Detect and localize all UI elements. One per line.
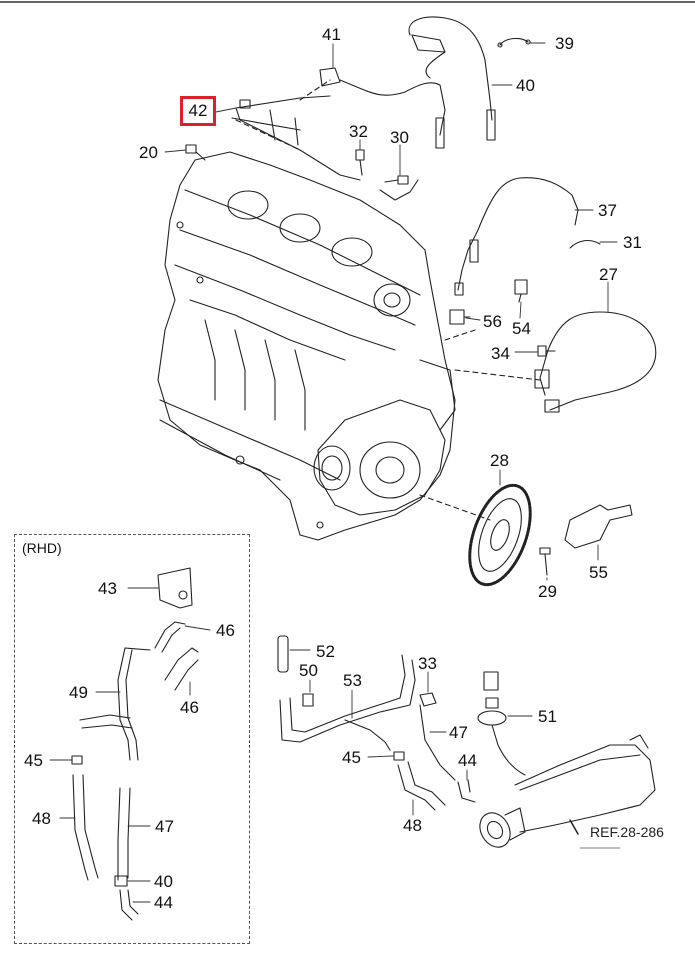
engine-block <box>157 151 456 541</box>
callout-33: 33 <box>418 654 437 673</box>
catalytic-converter <box>479 734 656 848</box>
oxygen-sensor-downstream <box>408 16 496 141</box>
bracket-55 <box>564 504 633 549</box>
callout-27: 27 <box>599 265 618 284</box>
callout-50: 50 <box>299 661 318 680</box>
callout-30: 30 <box>390 128 409 147</box>
sensor-56 <box>449 309 471 325</box>
callout-44: 44 <box>458 751 477 770</box>
clip-31 <box>569 239 601 249</box>
bolt-50 <box>302 693 314 707</box>
rhd-inset-box <box>14 534 250 944</box>
bolt-30 <box>379 175 419 201</box>
reference-note[interactable]: REF.28-286 <box>590 824 664 840</box>
callout-28: 28 <box>490 451 509 470</box>
leader-dashes <box>235 79 541 521</box>
highlighted-part-42-box[interactable]: 42 <box>180 96 216 126</box>
sensor-54 <box>514 279 528 303</box>
callout-40-rhd: 40 <box>154 872 173 891</box>
flywheel-28 <box>468 483 532 587</box>
callout-41: 41 <box>322 25 341 44</box>
callout-54: 54 <box>512 319 531 338</box>
sensor-cable-37 <box>454 177 579 296</box>
callout-49: 49 <box>69 683 88 702</box>
wiring-harness-42 <box>231 95 361 181</box>
pipe-52 <box>277 635 289 673</box>
callout-leaders <box>49 42 618 903</box>
callout-56: 56 <box>483 312 502 331</box>
bolt-32 <box>355 149 365 176</box>
hose-48-left <box>72 774 99 881</box>
callout-48-rhd: 48 <box>32 809 51 828</box>
callout-29: 29 <box>538 582 557 601</box>
callout-39: 39 <box>555 34 574 53</box>
pipe-44-right <box>457 779 476 803</box>
callout-46-upper: 46 <box>216 621 235 640</box>
nut-33 <box>419 692 437 707</box>
callout-32: 32 <box>349 122 368 141</box>
callout-20: 20 <box>139 143 158 162</box>
sensor-51 <box>477 671 526 776</box>
callout-52: 52 <box>316 642 335 661</box>
callout-42: 42 <box>188 101 208 120</box>
oxygen-sensor-upstream <box>319 67 446 149</box>
callout-31: 31 <box>623 233 642 252</box>
callout-51: 51 <box>538 707 557 726</box>
callout-37: 37 <box>598 201 617 220</box>
callout-40: 40 <box>516 76 535 95</box>
clamp-45-right <box>393 751 405 761</box>
hose-48-right <box>397 761 446 811</box>
pipe-44-left <box>119 889 139 921</box>
hose-46-lower <box>164 647 199 691</box>
bolt-20 <box>185 144 206 161</box>
callout-46-lower: 46 <box>180 698 199 717</box>
callout-34: 34 <box>491 344 510 363</box>
callout-43: 43 <box>98 579 117 598</box>
callout-53: 53 <box>343 671 362 690</box>
bracket-43 <box>157 567 193 609</box>
callout-47: 47 <box>449 723 468 742</box>
callout-45: 45 <box>342 748 361 767</box>
hose-47-left <box>117 787 131 881</box>
rhd-label: (RHD) <box>22 540 62 556</box>
nut-40-left <box>114 875 128 887</box>
callout-45-rhd: 45 <box>24 751 43 770</box>
callout-55: 55 <box>589 563 608 582</box>
sensor-cable-27 <box>534 311 657 413</box>
bolt-29 <box>539 547 551 576</box>
callout-47-rhd: 47 <box>155 817 174 836</box>
callout-44-rhd: 44 <box>154 893 173 912</box>
clip-39 <box>497 37 531 48</box>
hose-46-upper <box>154 621 186 653</box>
callout-48: 48 <box>403 816 422 835</box>
pipe-49 <box>79 647 151 761</box>
pipe-assembly-53 <box>279 654 456 781</box>
